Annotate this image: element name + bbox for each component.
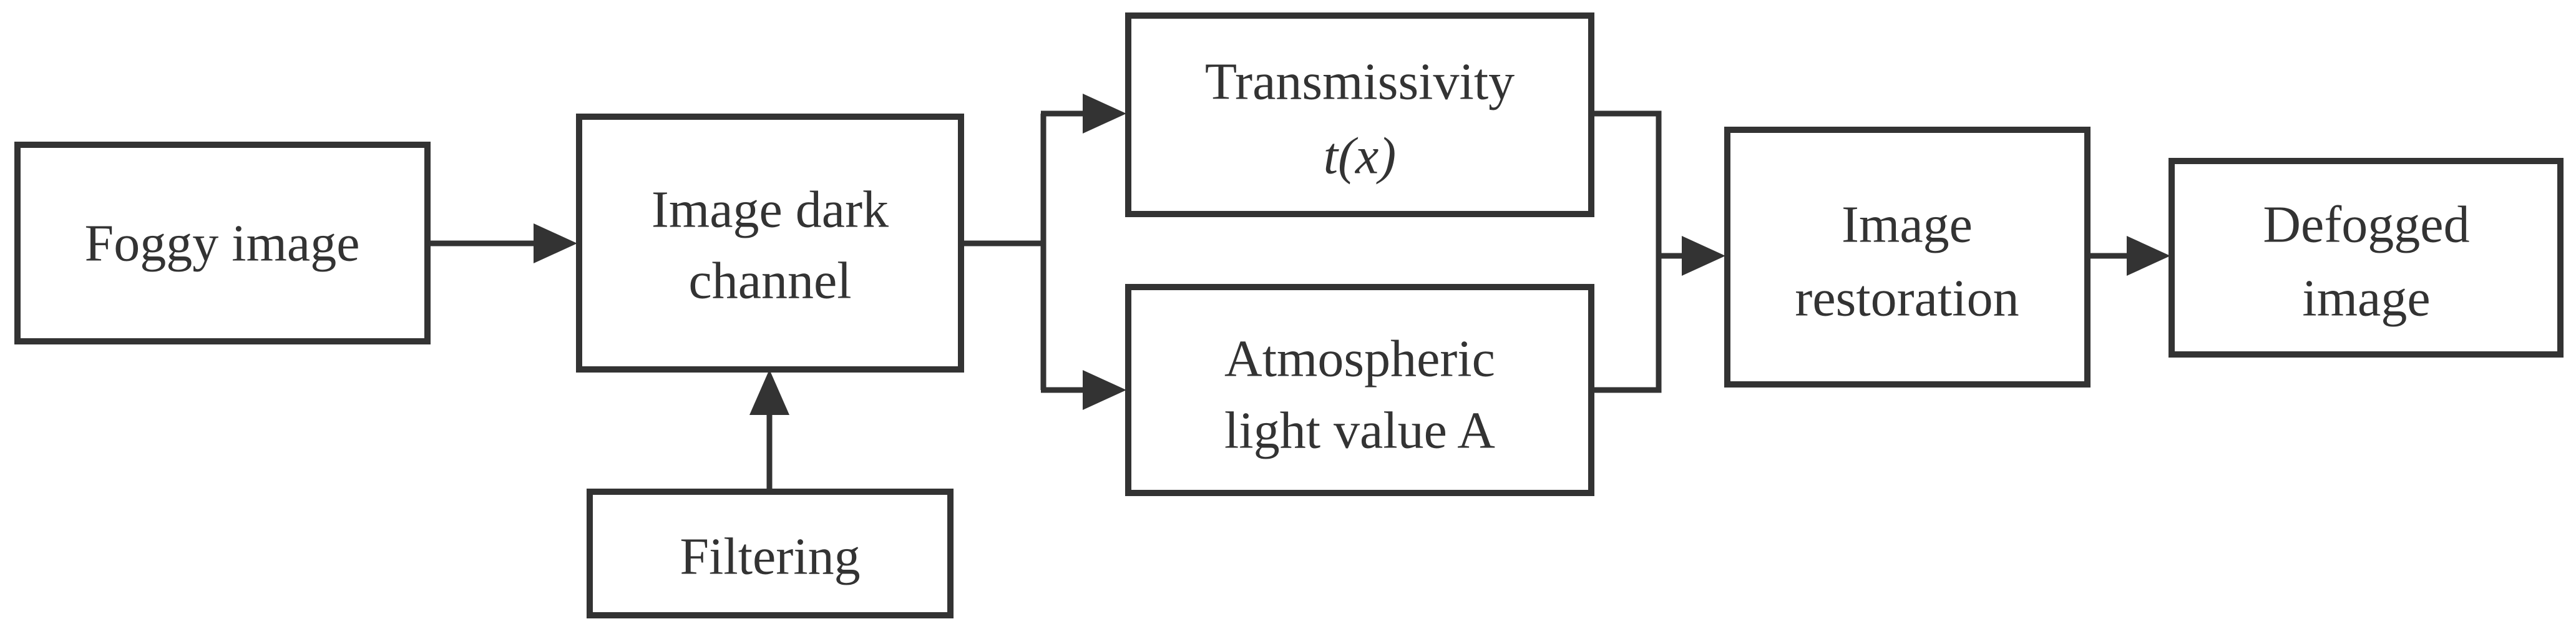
node-box — [1125, 284, 1594, 496]
node-label-line1: Transmissivity — [1205, 53, 1515, 111]
node-image-restoration: Image restoration — [1724, 127, 2091, 388]
node-label-line2: light value A — [1224, 402, 1495, 460]
node-box — [576, 114, 964, 373]
node-image-dark-channel: Image dark channel — [576, 114, 964, 373]
node-filtering: Filtering — [587, 489, 954, 618]
node-box — [2169, 158, 2564, 358]
node-label-line2: t(x) — [1324, 127, 1397, 185]
edge-transmissivity-out — [1591, 110, 1662, 393]
arrowhead-darkchannel-bottom — [749, 369, 789, 415]
node-defogged-image: Defogged image — [2169, 158, 2564, 358]
node-box — [1724, 127, 2091, 388]
node-label-line2: restoration — [1795, 270, 2019, 328]
arrowhead-restoration — [1682, 236, 1725, 276]
arrowhead-transmissivity — [1083, 94, 1126, 134]
node-label: Filtering — [680, 528, 860, 586]
node-box — [14, 142, 431, 344]
arrowhead-defogged — [2127, 236, 2170, 276]
node-label-line1: Image dark — [651, 181, 889, 239]
node-atmospheric-light: Atmospheric light value A — [1125, 284, 1594, 496]
arrowhead-atmospheric — [1083, 370, 1126, 410]
node-label-line1: Image — [1842, 196, 1973, 254]
node-foggy-image: Foggy image — [14, 142, 431, 344]
node-label-line2: image — [2302, 270, 2430, 328]
node-box — [587, 489, 954, 618]
node-box — [1125, 12, 1594, 217]
node-label-line1: Atmospheric — [1224, 330, 1495, 388]
node-label: Foggy image — [85, 215, 360, 273]
edges — [427, 94, 2170, 492]
node-label-line2: channel — [688, 252, 851, 310]
node-label-line1: Defogged — [2263, 196, 2469, 254]
arrowhead-darkchannel-left — [534, 223, 577, 263]
node-transmissivity: Transmissivity t(x) — [1125, 12, 1594, 217]
